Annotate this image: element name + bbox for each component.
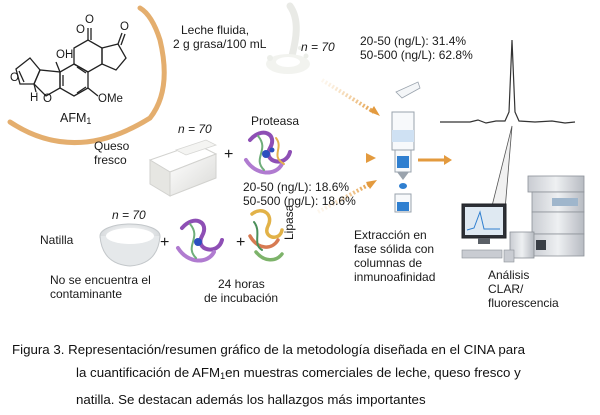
caption-line3: natilla. Se destacan además los hallazgo… [76,392,426,407]
molecule-label-o-carbonyl: O [85,14,94,26]
custard-illustration [99,223,161,267]
molecule-label-o-lactone: O [76,24,85,36]
protease-label: Proteasa [251,114,300,128]
cheese-sample-count: n = 70 [178,122,212,136]
custard-protease-protein [176,218,224,263]
lipase-protein [248,209,284,262]
cheese-illustration [148,139,218,197]
arrow-milk-to-column [320,78,380,116]
extraction-line2: fase sólida con [354,242,435,256]
immunoaffinity-column [391,81,421,213]
analysis-line2: CLAR/ [488,282,524,296]
protease-protein [244,130,292,175]
chromatogram [440,39,576,124]
extraction-line3: columnas de [354,256,423,270]
cheese-plus: + [224,146,234,163]
figure-caption: Figura 3. Representación/resumen gráfico… [12,338,592,411]
caption-line2: la cuantificación de AFM1en muestras com… [76,365,521,381]
milk-result-line2: 50-500 (ng/L): 62.8% [360,48,473,62]
arrow-column-to-analysis [418,155,452,165]
analysis-line1: Análisis [488,268,530,282]
milk-label-line2: 2 g grasa/100 mL [173,37,267,51]
molecule-label-h: H [30,92,39,104]
milk-sample-count: n = 70 [301,40,335,54]
milk-label-line1: Leche fluida, [181,23,250,37]
custard-plus-1: + [160,234,170,251]
afm1-structure [15,28,127,97]
cheese-result-line2: 50-500 (ng/L): 18.6% [243,194,356,208]
custard-sample-count: n = 70 [112,208,146,222]
custard-label: Natilla [40,233,74,247]
incubation-line1: 24 horas [218,277,265,291]
milk-result-line1: 20-50 (ng/L): 31.4% [360,34,467,48]
molecule-name: AFM1 [60,111,92,126]
lipase-label: Lipasa [282,204,296,240]
molecule-label-o-furan: O [10,72,19,84]
molecule-arc [7,5,167,146]
hplc-instrument [461,175,585,263]
cheese-label-line2: fresco [94,153,127,167]
molecule-label-o-ketone: O [120,21,129,33]
milk-illustration [266,2,310,74]
custard-plus-2: + [236,234,246,251]
extraction-line1: Extracción en [354,228,427,242]
caption-line1: Figura 3. Representación/resumen gráfico… [12,342,525,357]
extraction-line4: inmunoafinidad [354,270,436,284]
arrow-cheese-to-column [300,153,376,163]
molecule-label-oh: OH [56,49,74,61]
molecule-label-ome: OMe [98,93,123,105]
cheese-result-line1: 20-50 (ng/L): 18.6% [243,180,350,194]
custard-not-found-line1: No se encuentra el [50,273,151,287]
molecule-label-o-ring: O [43,93,52,105]
cheese-label-line1: Queso [94,139,130,153]
custard-not-found-line2: contaminante [50,287,123,301]
incubation-line2: de incubación [204,291,279,305]
analysis-line3: fluorescencia [488,296,559,310]
arrow-custard-to-column [317,180,377,214]
